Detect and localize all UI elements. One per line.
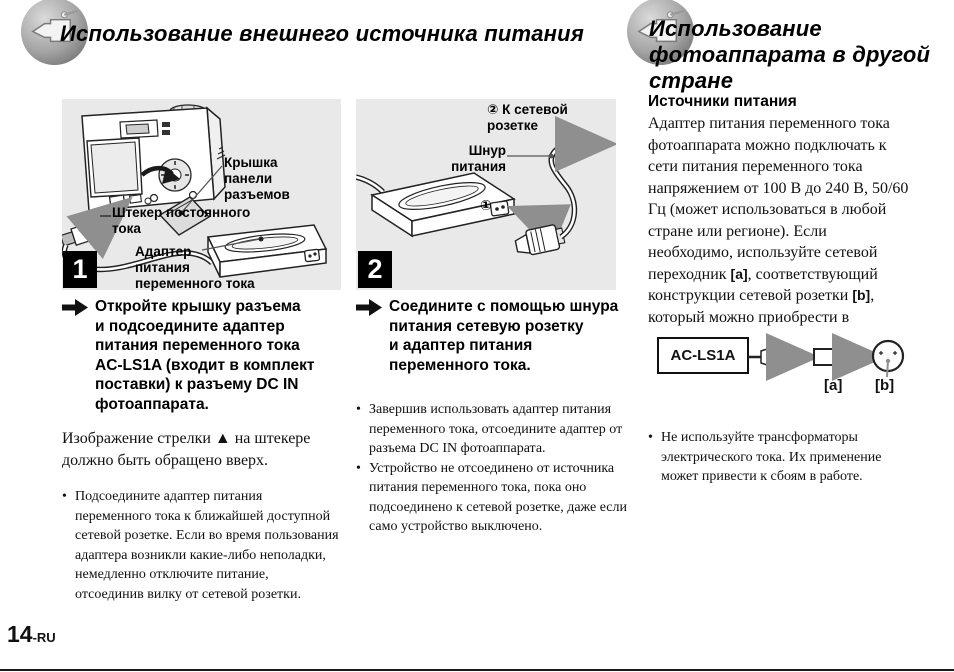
page-number-value: 14 [7, 621, 33, 647]
label-to-outlet: ② К сетевой розетке [487, 102, 568, 133]
wall-outlet-b [871, 339, 905, 378]
dc-cord-stub [356, 174, 385, 194]
label-power-cord: Шнур питания [451, 143, 506, 174]
bullet-marker: • [356, 460, 361, 476]
bullet-text: Устройство не отсоединено от источника п… [369, 460, 628, 535]
label-jack-cover: Крышка панели разъемов [224, 155, 290, 202]
camera-adaptor-illustration [62, 104, 328, 278]
step1-instruction-text: Откройте крышку разъема и подсоедините а… [95, 298, 315, 413]
label-b: [b] [875, 377, 895, 394]
right-arrow-icon [356, 299, 382, 316]
leader-jack-cover [181, 165, 223, 213]
paragraph-segment: Адаптер питания переменного тока фотоапп… [648, 115, 909, 283]
adaptor-cord-illustration [356, 116, 616, 256]
label-a-ref: [a] [730, 265, 748, 282]
bullet-text: Завершив использовать адаптер питания пе… [369, 402, 623, 456]
camera-back [81, 106, 226, 212]
insert-arrow [506, 204, 571, 253]
bullet-text: Не используйте трансформаторы электричес… [661, 430, 882, 484]
label-b-ref: [b] [852, 287, 871, 303]
list-item: • Устройство не отсоединено от источника… [356, 459, 628, 537]
step2-bullets: • Завершив использовать адаптер питания … [356, 400, 628, 537]
step2-instruction: Соедините с помощью шнура питания сетеву… [356, 297, 626, 375]
header-sphere-left [21, 0, 88, 65]
open-direction-arrow [140, 165, 180, 184]
bullet-marker: • [62, 489, 67, 504]
step1-figure: Крышка панели разъемов Штекер постоянног… [62, 99, 341, 291]
jack-cover-flap [158, 196, 211, 236]
power-cord [548, 138, 585, 240]
bullet-text: Подсоедините адаптер питания переменного… [75, 489, 339, 602]
leader-adaptor [201, 238, 261, 251]
step1-note: Изображение стрелки ▲ на штекере должно … [62, 430, 311, 469]
right-arrow-icon [62, 299, 88, 316]
step2-figure: ② К сетевой розетке Шнур питания ① 2 [356, 99, 616, 290]
adaptor-name: AC-LS1A [670, 347, 736, 364]
adaptor-name-box [657, 337, 749, 374]
mains-plug [760, 344, 796, 370]
step2-instruction-text: Соедините с помощью шнура питания сетеву… [389, 298, 619, 374]
power-cord-plug [514, 224, 566, 256]
ac-adaptor [206, 224, 328, 278]
label-ac-adaptor: Адаптер питания переменного тока [135, 244, 255, 291]
plug-adaptor-figure: AC-LS1A [a] [b] [648, 332, 944, 396]
bullet-marker: • [356, 402, 361, 417]
step1-instruction: Откройте крышку разъема и подсоедините а… [62, 297, 347, 414]
paragraph-segment: , соответствующий конструкции сетевой ро… [648, 265, 878, 305]
bullet-marker: • [648, 430, 653, 445]
page-title-right: Использование фотоаппарата в другой стра… [649, 16, 931, 93]
power-sources-paragraph: Адаптер питания переменного тока фотоапп… [648, 113, 912, 350]
abroad-bullets: • Не используйте трансформаторы электрич… [648, 428, 900, 487]
page-bottom-rule [0, 669, 954, 671]
list-item: • Не используйте трансформаторы электрич… [648, 428, 900, 487]
page-number-suffix: -RU [32, 630, 56, 645]
label-dc-plug: Штекер постоянного тока [112, 205, 251, 236]
page-title-left: Использование внешнего источника питания [60, 21, 584, 46]
plug-adaptor-a [813, 340, 862, 378]
list-item: • Завершив использовать адаптер питания … [356, 400, 628, 459]
step1-bullets: • Подсоедините адаптер питания переменно… [62, 487, 340, 604]
list-item: • Подсоедините адаптер питания переменно… [62, 487, 340, 604]
step1-number: 1 [63, 251, 97, 288]
label-a: [a] [824, 377, 843, 394]
header-sphere-right [627, 0, 694, 65]
plug-adaptor-illustration [657, 333, 905, 381]
power-sources-subheading: Источники питания [648, 93, 797, 110]
label-plug-order: ① [480, 197, 492, 213]
page-number: 14-RU [7, 621, 56, 648]
insert-arrow [66, 196, 133, 260]
ac-adaptor [370, 172, 516, 238]
power-plug-icon [637, 9, 685, 43]
power-plug-icon [31, 9, 79, 43]
step2-number: 2 [358, 251, 392, 288]
dc-plug [62, 222, 106, 247]
ac-inlet-socket [489, 200, 510, 217]
